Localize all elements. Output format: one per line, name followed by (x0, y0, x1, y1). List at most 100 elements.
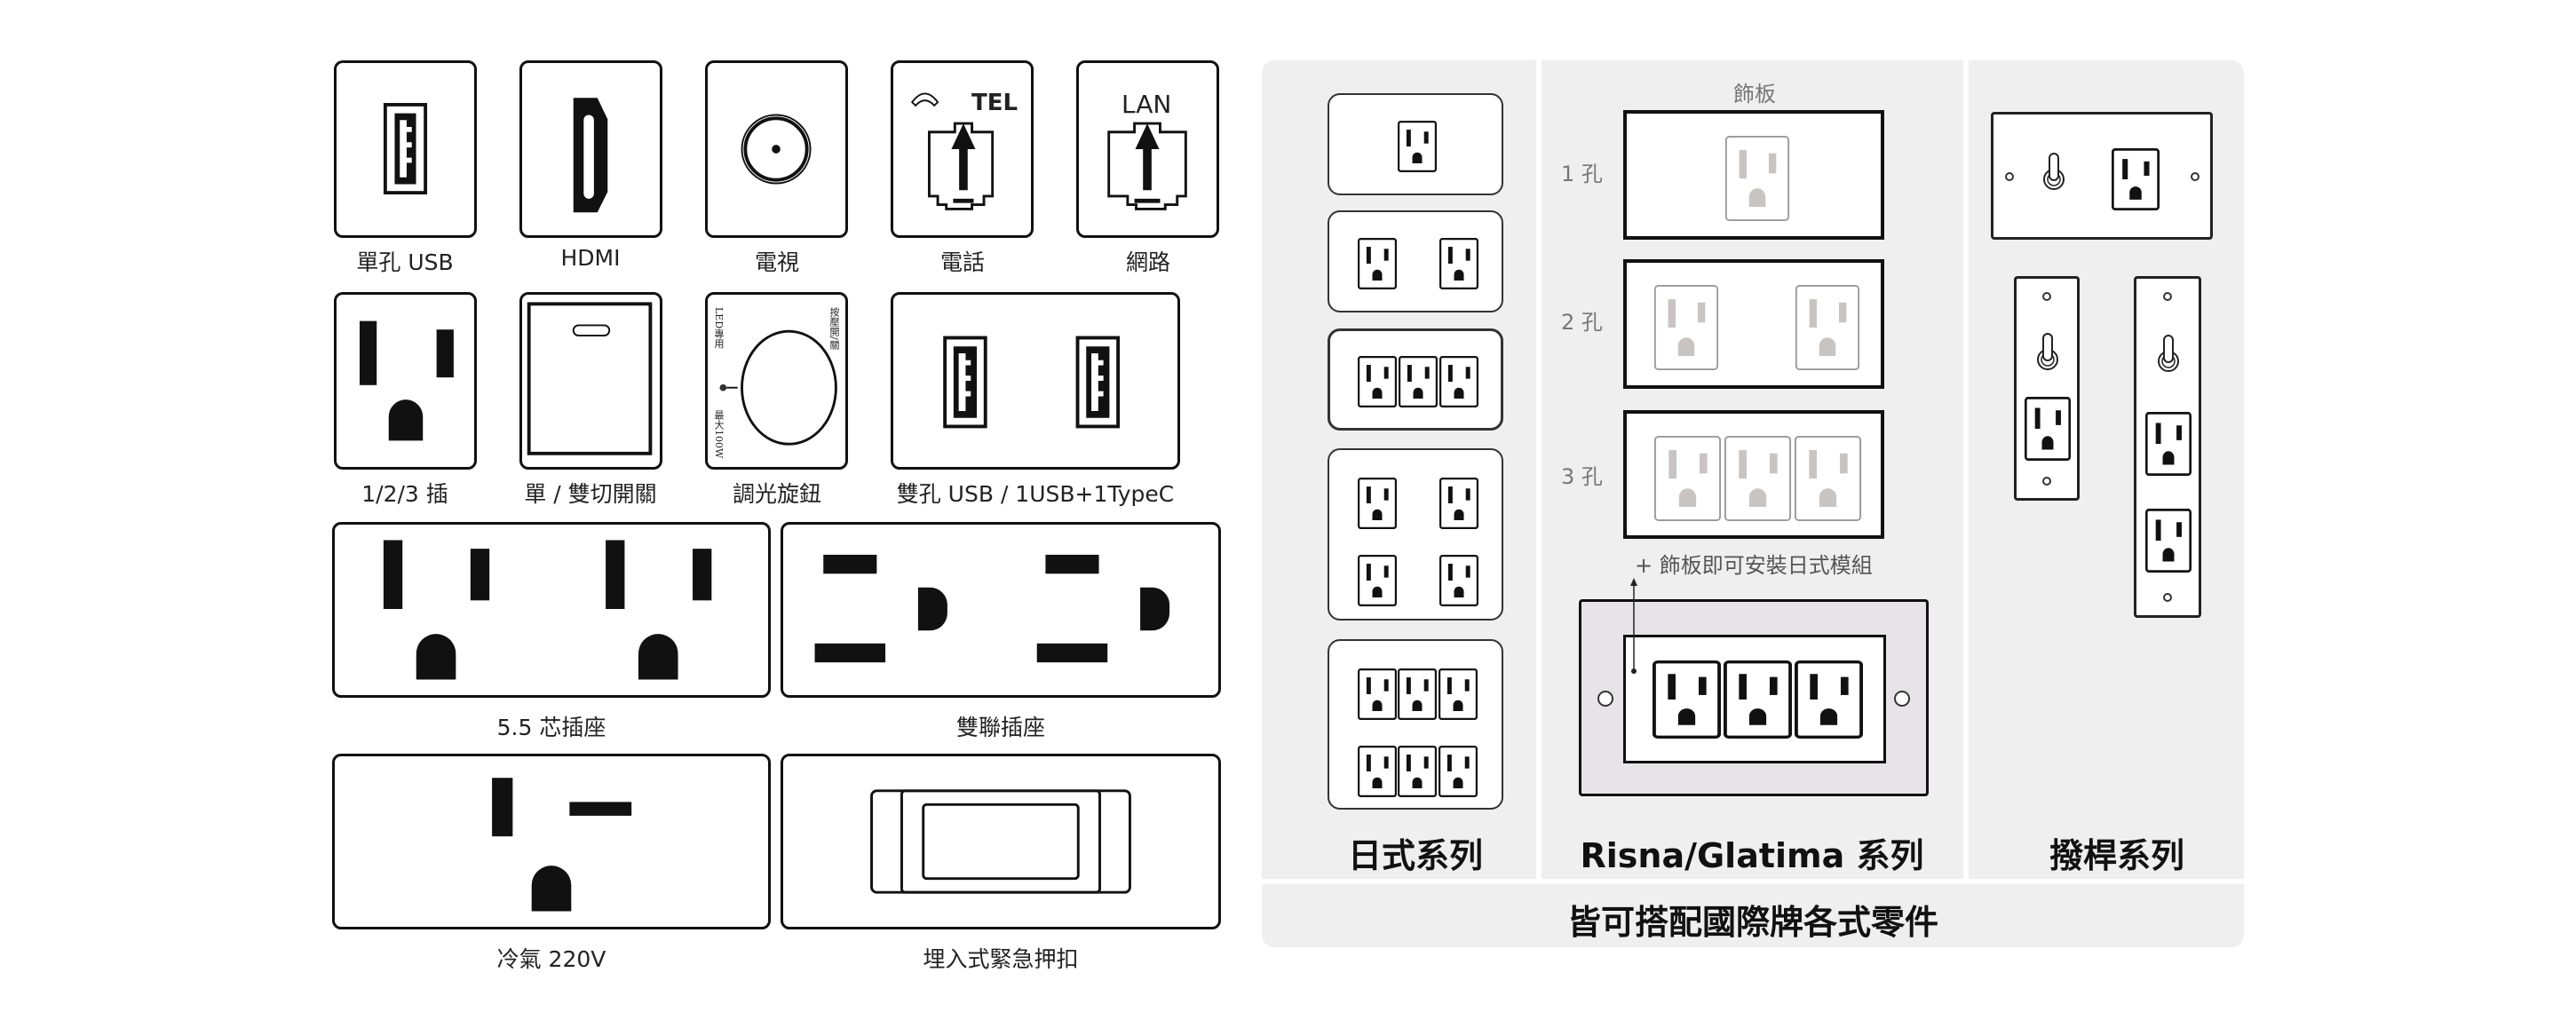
hole-3-label: 3 孔 (1561, 464, 1603, 489)
dimmer-led-text: LED專用 (713, 307, 725, 349)
screw-hole (1597, 691, 1613, 707)
outlet-icon (1398, 668, 1437, 720)
outlet-icon (1724, 435, 1792, 522)
tel-text: TEL (971, 90, 1019, 116)
jp-plate-1 (1328, 93, 1503, 195)
toggle-plate-wide (1991, 112, 2213, 240)
double-outlet-icon (383, 540, 712, 680)
dimmer-module: LED專用 按壓開/關 最大100W (705, 292, 848, 470)
outlet-icon (1439, 478, 1478, 529)
outlet-icon (2145, 509, 2192, 573)
outlet-icon (1794, 435, 1862, 522)
outlet-icon (1724, 135, 1790, 222)
jp-plate-4 (1328, 448, 1503, 621)
footer-text: 皆可搭配國際牌各式零件 (1566, 903, 1939, 942)
outlet-icon (1439, 746, 1478, 797)
toggle-switch-icon (2041, 150, 2067, 191)
label-tv: 電視 (754, 249, 800, 275)
outlet-icon (2112, 148, 2160, 210)
label-emergency: 埋入式緊急押扣 (923, 946, 1079, 972)
outlet-icon (1439, 356, 1478, 407)
outlet-123-module (334, 292, 477, 470)
toggle-switch-icon (2034, 330, 2061, 371)
usb-icon (383, 103, 428, 195)
core-55-module (332, 522, 771, 698)
jp-plate-6 (1328, 639, 1503, 810)
outlet-icon (1439, 238, 1478, 289)
outlet-icon (1358, 746, 1397, 797)
phone-module: TEL (891, 60, 1034, 238)
screw-hole (2163, 292, 2172, 301)
outlet-icon (1724, 660, 1792, 739)
pointer-arrow-icon (1630, 578, 1637, 674)
outlet-icon (1358, 478, 1397, 529)
outlet-icon (1399, 356, 1438, 407)
duplex-module (781, 522, 1221, 698)
plate-label: 飾板 (1733, 82, 1776, 107)
outlet-icon (1653, 660, 1721, 739)
label-dual-usb: 雙孔 USB / 1USB+1TypeC (896, 481, 1175, 507)
hole-1-label: 1 孔 (1561, 162, 1603, 186)
outlet-icon (1439, 668, 1478, 720)
dual-usb-module (891, 292, 1180, 470)
label-ac-220: 冷氣 220V (496, 946, 606, 972)
outlet-icon (1653, 435, 1722, 522)
install-note: + 飾板即可安裝日式模組 (1635, 553, 1873, 578)
screw-hole (1894, 691, 1910, 707)
label-phone: 電話 (939, 249, 986, 275)
label-single-usb: 單孔 USB (356, 249, 454, 275)
japanese-series-title: 日式系列 (1347, 836, 1484, 875)
outlet-icon (2025, 397, 2071, 461)
toggle-series-title: 撥桿系列 (2049, 836, 2185, 875)
big-plate (1579, 599, 1929, 796)
dual-usb-icon (943, 336, 1121, 429)
hdmi-icon (573, 98, 608, 213)
dimmer-press-text: 按壓開/關 (828, 307, 840, 350)
label-switch: 單 / 雙切開關 (524, 481, 657, 507)
outlet-icon (359, 320, 454, 441)
screw-hole (2005, 172, 2014, 181)
tv-module (705, 60, 848, 238)
rocker-switch-icon (527, 302, 653, 455)
label-dimmer: 調光旋鈕 (732, 481, 822, 507)
coax-icon (741, 114, 812, 185)
label-duplex: 雙聯插座 (955, 715, 1046, 740)
outlet-icon (1653, 284, 1719, 371)
risna-plate-2 (1623, 259, 1884, 389)
dimmer-knob-icon (719, 329, 837, 446)
ac-220-module (332, 754, 771, 929)
toggle-plate-narrow-2 (2134, 276, 2201, 618)
emergency-button-icon (870, 789, 1131, 894)
inner-plate (1623, 635, 1886, 763)
screw-hole (2191, 172, 2200, 181)
outlet-icon (1795, 284, 1860, 371)
hole-2-label: 2 孔 (1561, 310, 1603, 335)
screw-hole (2042, 477, 2051, 486)
outlet-icon (1398, 121, 1437, 172)
footer-panel (1262, 884, 2244, 947)
label-network: 網路 (1125, 249, 1171, 275)
switch-module (519, 292, 662, 470)
dimmer-max-text: 最大100W (713, 410, 725, 459)
lan-text: LAN (1122, 90, 1172, 119)
outlet-icon (1398, 746, 1437, 797)
label-core-55: 5.5 芯插座 (496, 715, 606, 740)
phone-jack-icon (910, 92, 995, 210)
jp-plate-2 (1328, 210, 1503, 312)
lan-jack-icon (1107, 122, 1187, 210)
outlet-icon (2145, 412, 2192, 476)
outlet-icon (1795, 660, 1863, 739)
toggle-switch-icon (2155, 332, 2182, 373)
screw-hole (2042, 292, 2051, 301)
outlet-icon (1358, 238, 1397, 289)
jp-plate-3 (1328, 328, 1503, 431)
outlet-icon (1358, 668, 1397, 720)
duplex-outlet-icon (814, 554, 1170, 663)
outlet-icon (1439, 555, 1478, 606)
label-hdmi: HDMI (560, 245, 621, 271)
outlet-icon (1358, 356, 1397, 407)
risna-plate-1 (1623, 110, 1884, 240)
risna-series-title: Risna/Glatima 系列 (1580, 836, 1924, 875)
screw-hole (2163, 593, 2172, 602)
toggle-plate-narrow-1 (2014, 276, 2080, 501)
